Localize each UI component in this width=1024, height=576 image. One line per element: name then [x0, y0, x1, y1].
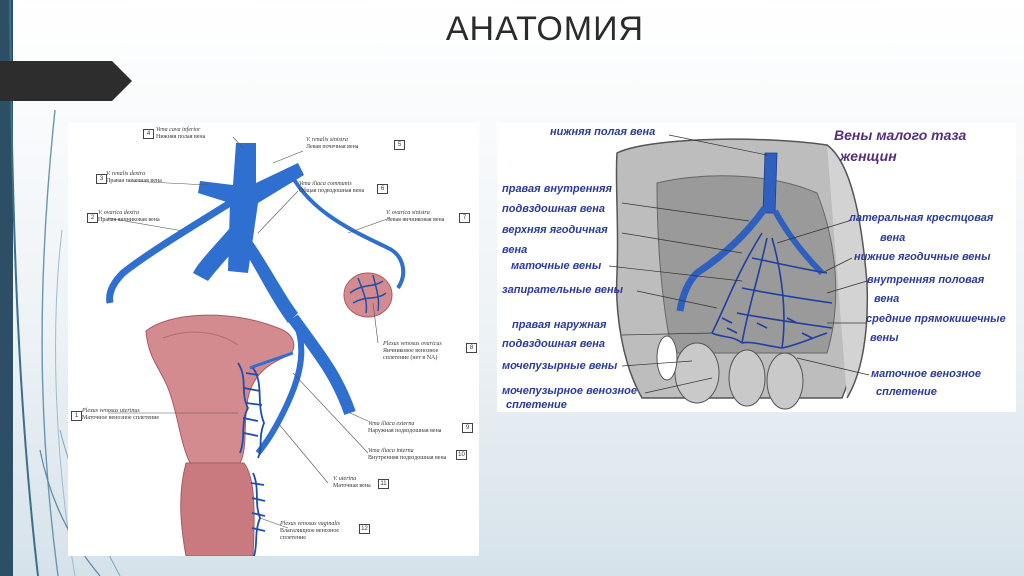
ovary-shape	[343, 272, 393, 318]
label-obturator-veins: запирательные вены	[502, 284, 624, 296]
internal-iliac-vein	[255, 321, 305, 455]
left-edge-bar	[0, 0, 13, 576]
label-iliaca-externa: Vena iliaca externa Наружная подвздошная…	[368, 421, 442, 434]
sacrum-wall	[826, 144, 869, 399]
label-vesical-veins: мочепузырные вены	[502, 360, 618, 372]
label-number: 6	[377, 184, 388, 194]
label-number: 12	[359, 524, 370, 534]
pelvis-drawing	[608, 134, 870, 410]
label-right-internal-iliac-1: правая внутренняя	[502, 183, 612, 195]
label-number: 5	[394, 140, 405, 150]
label-number: 2	[87, 213, 98, 223]
figure-title-line2: женщин	[840, 148, 897, 164]
label-right-external-iliac-2: подвздошная вена	[502, 338, 606, 350]
decor-line-5	[39, 449, 101, 576]
label-right-external-iliac-1: правая наружная	[512, 319, 607, 331]
right-pelvic-veins-figure: Вены малого таза женщин нижняя полая вен…	[497, 123, 1016, 412]
label-number: 9	[462, 423, 473, 433]
uterus-organ	[728, 349, 766, 407]
label-plexus-ovaricus: Plexus venosus ovaricus Яичниковое веноз…	[383, 341, 442, 361]
right-ovarian-vein	[106, 200, 232, 304]
leader-lines-right	[608, 134, 870, 394]
label-number: 8	[466, 343, 477, 353]
label-number: 4	[143, 129, 154, 139]
uterus-shape	[145, 314, 295, 464]
label-vesical-plexus-1: мочепузырное венозное	[502, 385, 638, 397]
venous-system-drawing	[106, 136, 406, 556]
label-ivc: нижняя полая вена	[550, 126, 656, 138]
dark-tab-arrow	[0, 61, 132, 101]
ivc-right-figure	[762, 152, 778, 214]
label-renalis-sinistra: V. renalis sinistra Левая почечная вена	[306, 137, 359, 150]
label-uterine-plexus-1: маточное венозное	[871, 368, 981, 380]
ivc-vein	[198, 143, 304, 273]
left-iliac-right-figure	[772, 209, 825, 276]
leader-lines	[107, 136, 391, 529]
uterine-cavity	[162, 331, 239, 346]
label-internal-pudendal-1: внутренняя половая	[867, 274, 985, 286]
label-middle-rectal-2: вены	[870, 332, 899, 344]
label-right-internal-iliac-2: подвздошная вена	[502, 203, 606, 215]
uterine-vein	[249, 351, 294, 370]
pelvic-venous-network	[711, 232, 833, 349]
label-number: 7	[459, 213, 470, 223]
label-number: 1	[71, 411, 82, 421]
label-inferior-gluteal: нижние ягодичные вены	[854, 251, 991, 263]
right-common-iliac	[193, 228, 246, 281]
label-plexus-vaginalis: Plexus venosus vaginalis Влагалищное вен…	[280, 521, 340, 541]
label-lateral-sacral-1: латеральная крестцовая	[849, 212, 994, 224]
slide-title: АНАТОМИЯ	[445, 10, 645, 48]
label-ovarica-sinistra: V. ovarica sinistra Левая яичниковая вен…	[386, 210, 445, 223]
left-anatomy-figure: Vena cava inferior Нижняя полая вена 4 V…	[68, 123, 479, 556]
label-uterine-plexus-2: сплетение	[876, 386, 937, 398]
label-superior-gluteal-2: вена	[502, 244, 528, 256]
obturator-foramen	[656, 335, 678, 381]
label-iliaca-interna: Vena iliaca interna Внутренняя подвздошн…	[368, 448, 447, 461]
label-ovarica-dextra: V. ovarica dextra Правая яичниковая вена	[98, 210, 160, 223]
left-common-iliac	[240, 235, 298, 323]
bladder	[674, 342, 720, 404]
label-vesical-plexus-2: сплетение	[506, 399, 567, 411]
label-middle-rectal-1: средние прямокишечные	[866, 313, 1006, 325]
ovarian-plexus	[349, 274, 387, 314]
label-number: 10	[456, 450, 467, 460]
label-iliaca-communis: Vena iliaca communis Общая подвздошная в…	[299, 181, 365, 194]
right-internal-iliac-right-figure	[676, 205, 768, 312]
pelvic-cavity	[656, 175, 837, 354]
label-vena-cava-inferior: Vena cava inferior Нижняя полая вена	[156, 127, 206, 140]
left-ovarian-vein	[286, 167, 406, 290]
uterine-plexus	[237, 362, 265, 459]
label-uterine-veins: маточные вены	[511, 260, 602, 272]
label-number: 3	[96, 174, 107, 184]
label-superior-gluteal-1: верхняя ягодичная	[502, 224, 608, 236]
label-plexus-uterinus: Plexus venosus uterinus Маточное венозно…	[82, 408, 160, 421]
decor-line-2	[41, 109, 59, 576]
label-uterina: V. uterina Маточная вена	[333, 476, 371, 489]
label-lateral-sacral-2: вена	[880, 232, 906, 244]
label-internal-pudendal-2: вена	[874, 293, 900, 305]
rectum	[766, 352, 804, 410]
vagina-shape	[180, 462, 255, 556]
label-renalis-dextra: V. renalis dextra Правая почечная вена	[106, 171, 162, 184]
figure-title-line1: Вены малого таза	[834, 127, 967, 143]
label-number: 11	[378, 479, 389, 489]
